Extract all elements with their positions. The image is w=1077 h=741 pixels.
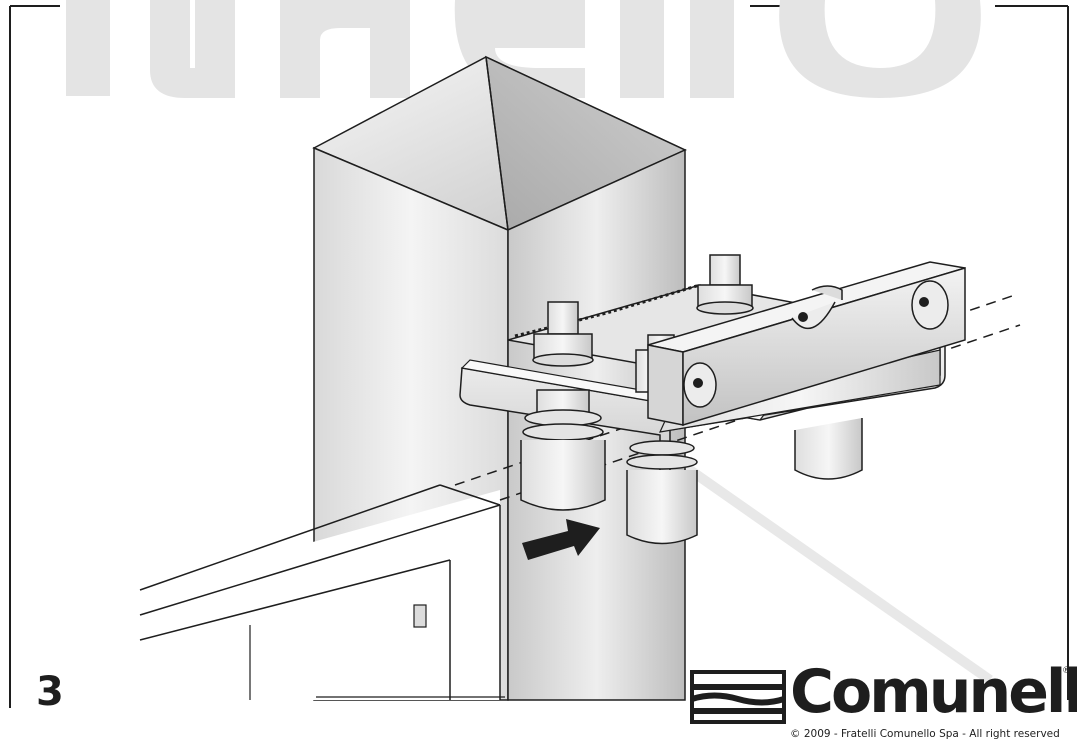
bolt-right xyxy=(696,254,754,315)
roller-left xyxy=(520,389,606,511)
direction-arrow-icon xyxy=(522,519,600,560)
copyright-notice: © 2009 - Fratelli Comunello Spa - All ri… xyxy=(790,728,1060,740)
registered-mark: ® xyxy=(1062,666,1071,676)
brand-logo: Comunello ® xyxy=(690,662,1077,726)
page-border xyxy=(9,5,1069,708)
bolt-left xyxy=(532,301,594,367)
roller-back xyxy=(794,285,863,480)
step-number: 3 xyxy=(36,669,64,715)
spirit-level xyxy=(647,261,966,427)
roller-right xyxy=(626,440,698,545)
comunello-logo-icon xyxy=(690,670,786,724)
logo-wordmark: Comunello xyxy=(790,657,1077,727)
gate-leaf xyxy=(139,484,501,700)
